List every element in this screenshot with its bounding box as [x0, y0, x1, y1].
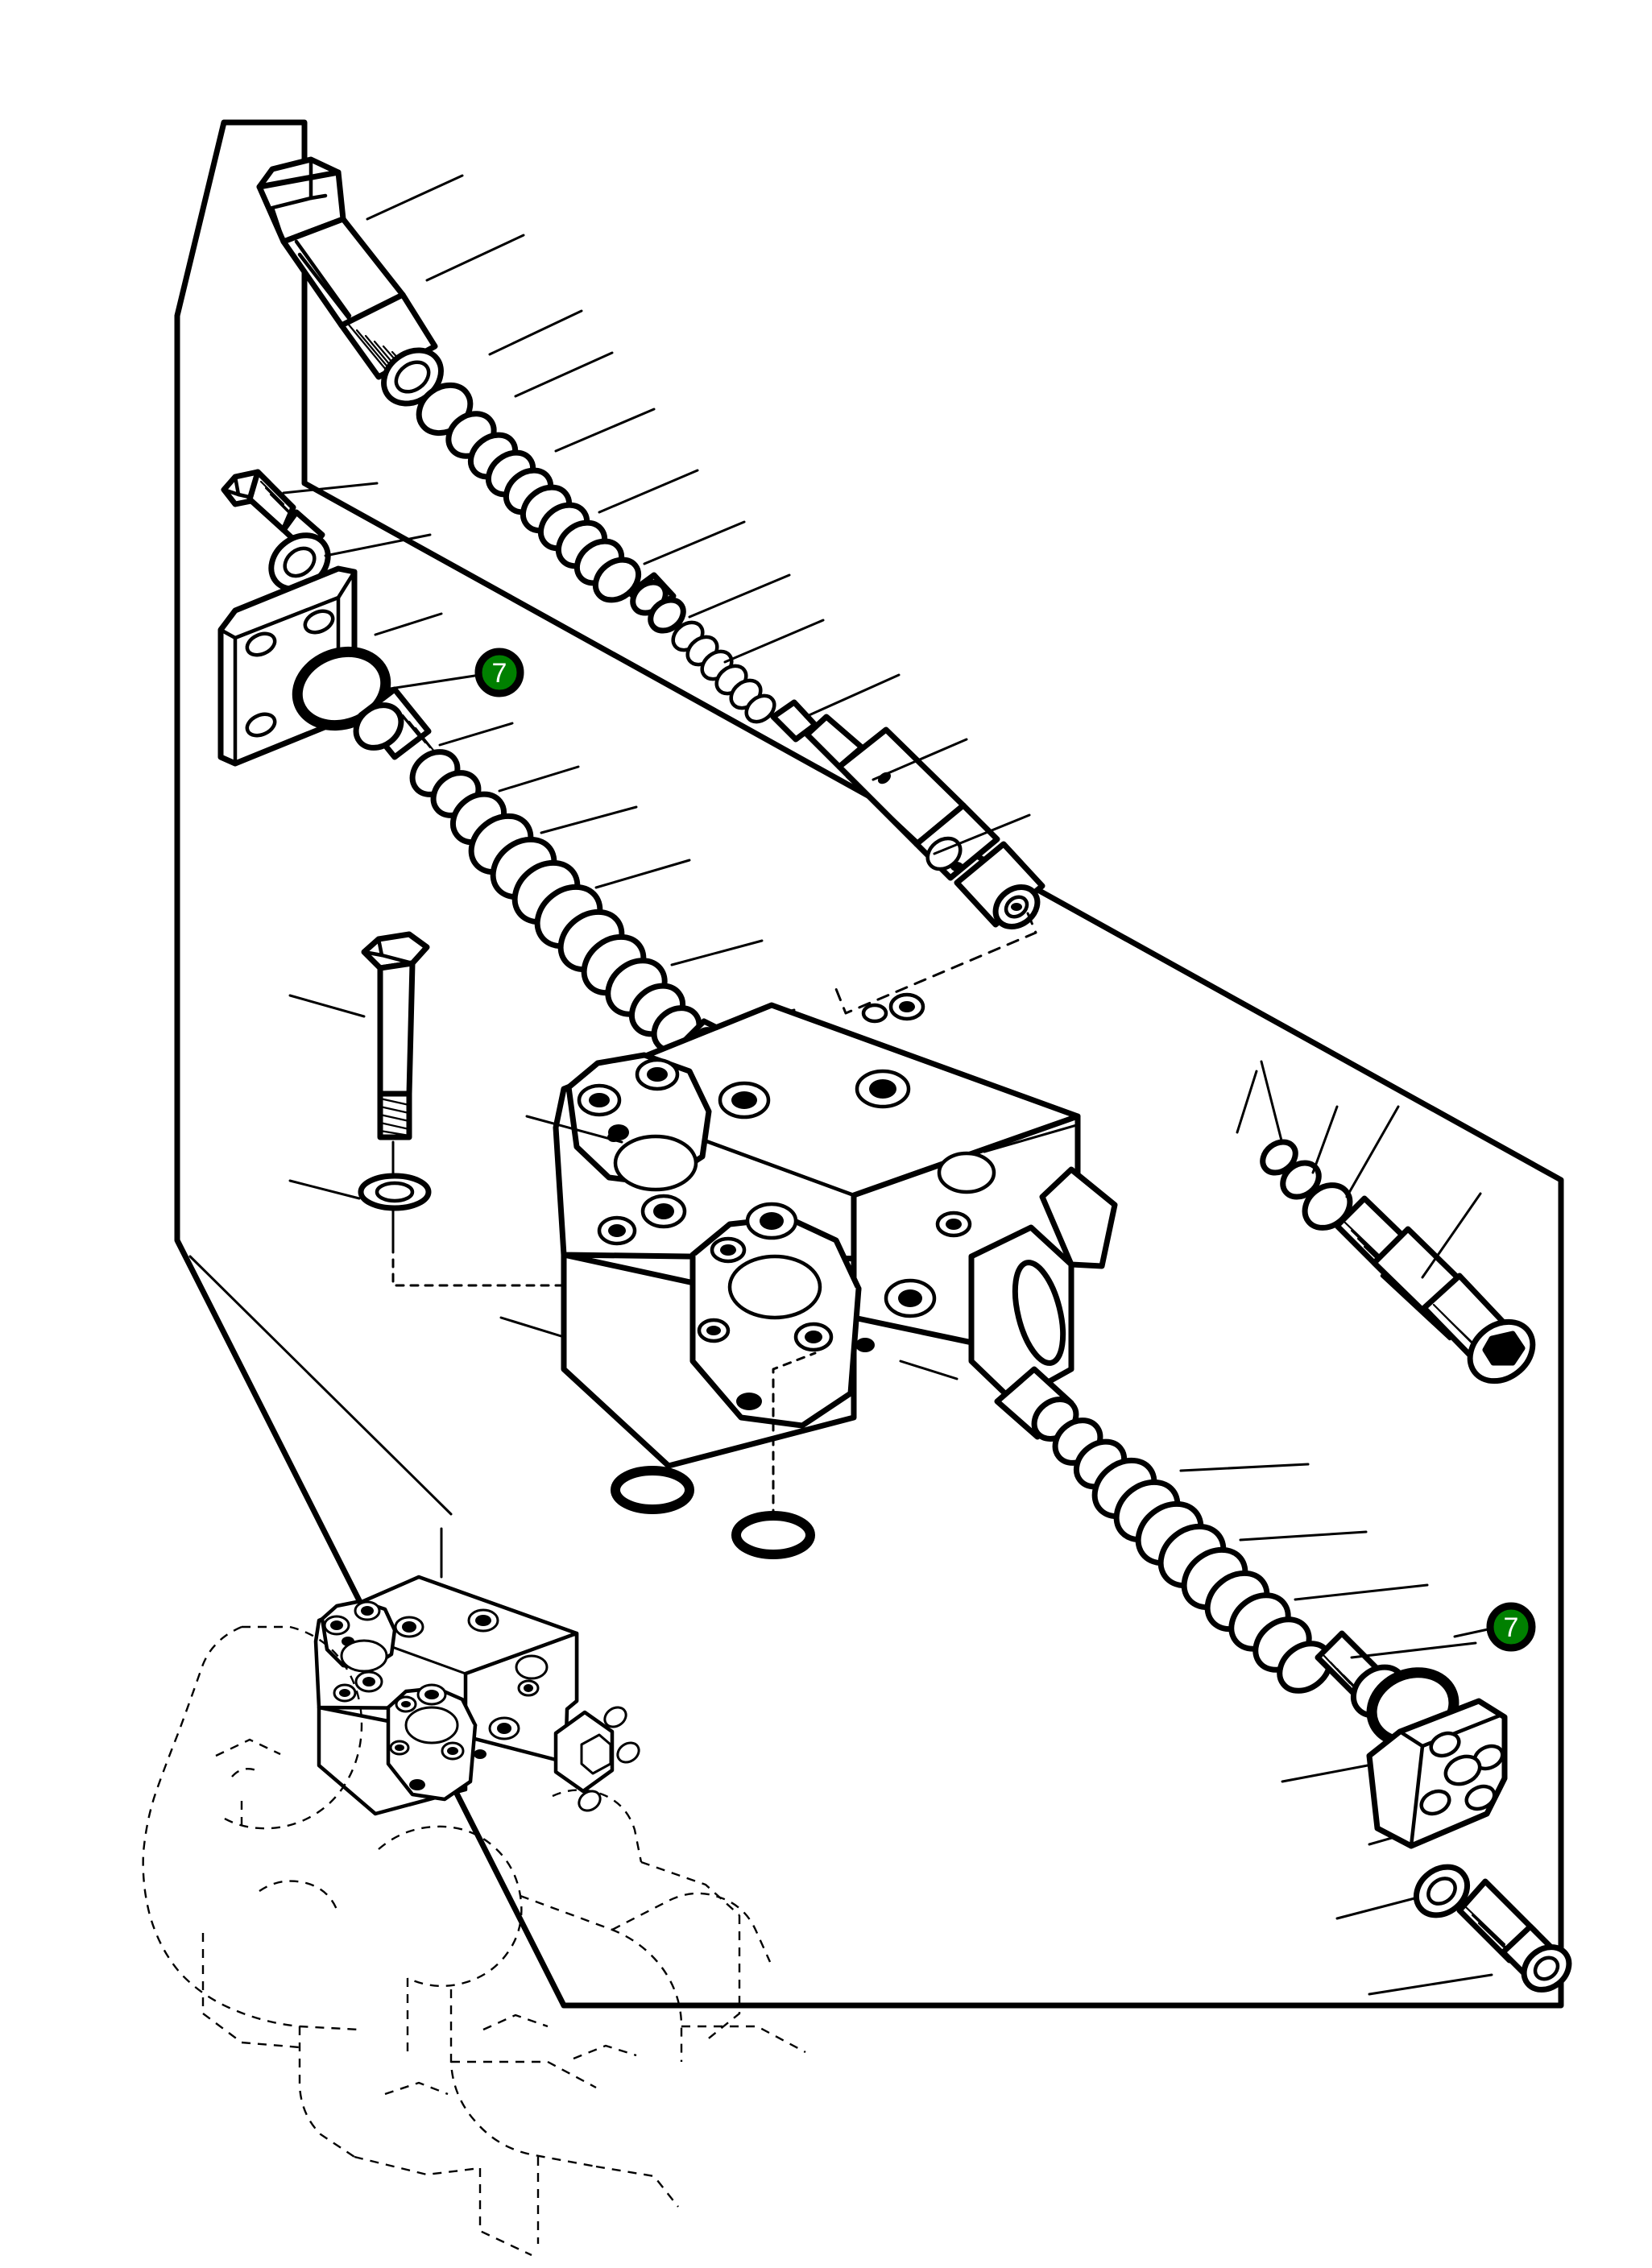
context-boss-upper [320, 1599, 397, 1703]
callout-7-right-label: 7 [1504, 1612, 1519, 1643]
body-seal-ring-1 [611, 1466, 694, 1514]
center-valve-body [499, 992, 1118, 1559]
bolt-washer-bore [375, 1181, 415, 1203]
relief-spool-segment [627, 572, 686, 634]
leader-left-nut [282, 482, 379, 495]
lower-right-plate [1335, 1698, 1572, 1996]
right-plug-assembly [1236, 1060, 1536, 1384]
lower-plate-center-bore [1443, 1754, 1482, 1786]
projection-seal-2 [772, 1351, 817, 1519]
context-boss-lower [386, 1679, 540, 1802]
lower-right-plate-body [1366, 1698, 1508, 1849]
left-spool-threads [395, 707, 437, 754]
plate-bolt-hole-3 [245, 712, 277, 738]
leader-lines-upper [366, 174, 1031, 855]
leader-lines-lower-right [1335, 1896, 1493, 1996]
bolt-shank [377, 960, 416, 1097]
center-left-bolt [288, 931, 660, 1287]
relief-washer-1-bore [394, 360, 431, 394]
plate-bolt-hole-2 [303, 609, 335, 635]
plate-bolt-hole-1 [245, 631, 277, 657]
callout-7-left-label: 7 [492, 658, 507, 689]
callout-7-right[interactable]: 7 [1486, 1602, 1536, 1652]
hex-socket-recess [1482, 1331, 1526, 1366]
boss-center-bore [727, 1254, 822, 1320]
relief-coil-spring-upper [467, 432, 642, 603]
context-body-top-holes [394, 1608, 549, 1706]
right-coil-spring [1091, 1457, 1291, 1652]
valve-body-top-holes [718, 992, 996, 1240]
body-seal-ring-2 [731, 1511, 815, 1559]
context-side-plugs [553, 1706, 640, 1812]
context-pointer-2 [188, 1255, 453, 1516]
relief-coil-spring-lower [671, 620, 776, 724]
o-ring-part-7-left [292, 646, 391, 731]
leader-left-plate [374, 612, 443, 636]
lower-plate-hole-3 [1419, 1789, 1451, 1816]
left-coil-spring [468, 813, 668, 1017]
upper-left-relief-valve [256, 156, 1045, 1015]
leader-o-ring-7 [383, 673, 482, 691]
valve-body-right-bore [968, 1166, 1118, 1405]
lower-plate-hole-1 [1429, 1731, 1461, 1758]
callout-7-left[interactable]: 7 [474, 648, 524, 697]
valve-boss-upper-left [565, 1052, 712, 1246]
reference-line-upper [834, 912, 1037, 1015]
leader-left-spool [438, 722, 514, 747]
relief-poppet-and-sleeve [770, 699, 1045, 929]
lower-right-socket-bolt [1413, 1864, 1572, 1993]
left-cover-plate [217, 469, 514, 767]
right-spring-stack [899, 1360, 1493, 1846]
plug-shim-2 [1280, 1160, 1322, 1200]
lower-plate-hole-4 [1464, 1784, 1497, 1811]
left-hex-nut-and-stud [221, 469, 325, 556]
plug-socket-head [1421, 1273, 1536, 1384]
bolt-thread-lines [379, 1097, 411, 1137]
context-phantom-outline [142, 1625, 806, 2257]
left-washer-bore [283, 546, 317, 578]
leader-bolt-washer [288, 1179, 361, 1200]
leader-lines-right-plug [1236, 1060, 1482, 1279]
leader-left-washer [324, 533, 432, 557]
lower-left-context [142, 1255, 806, 2257]
leader-lines-valve-body [499, 1115, 1081, 1339]
leader-bolt [288, 994, 366, 1018]
top-deck-port [937, 1151, 996, 1194]
